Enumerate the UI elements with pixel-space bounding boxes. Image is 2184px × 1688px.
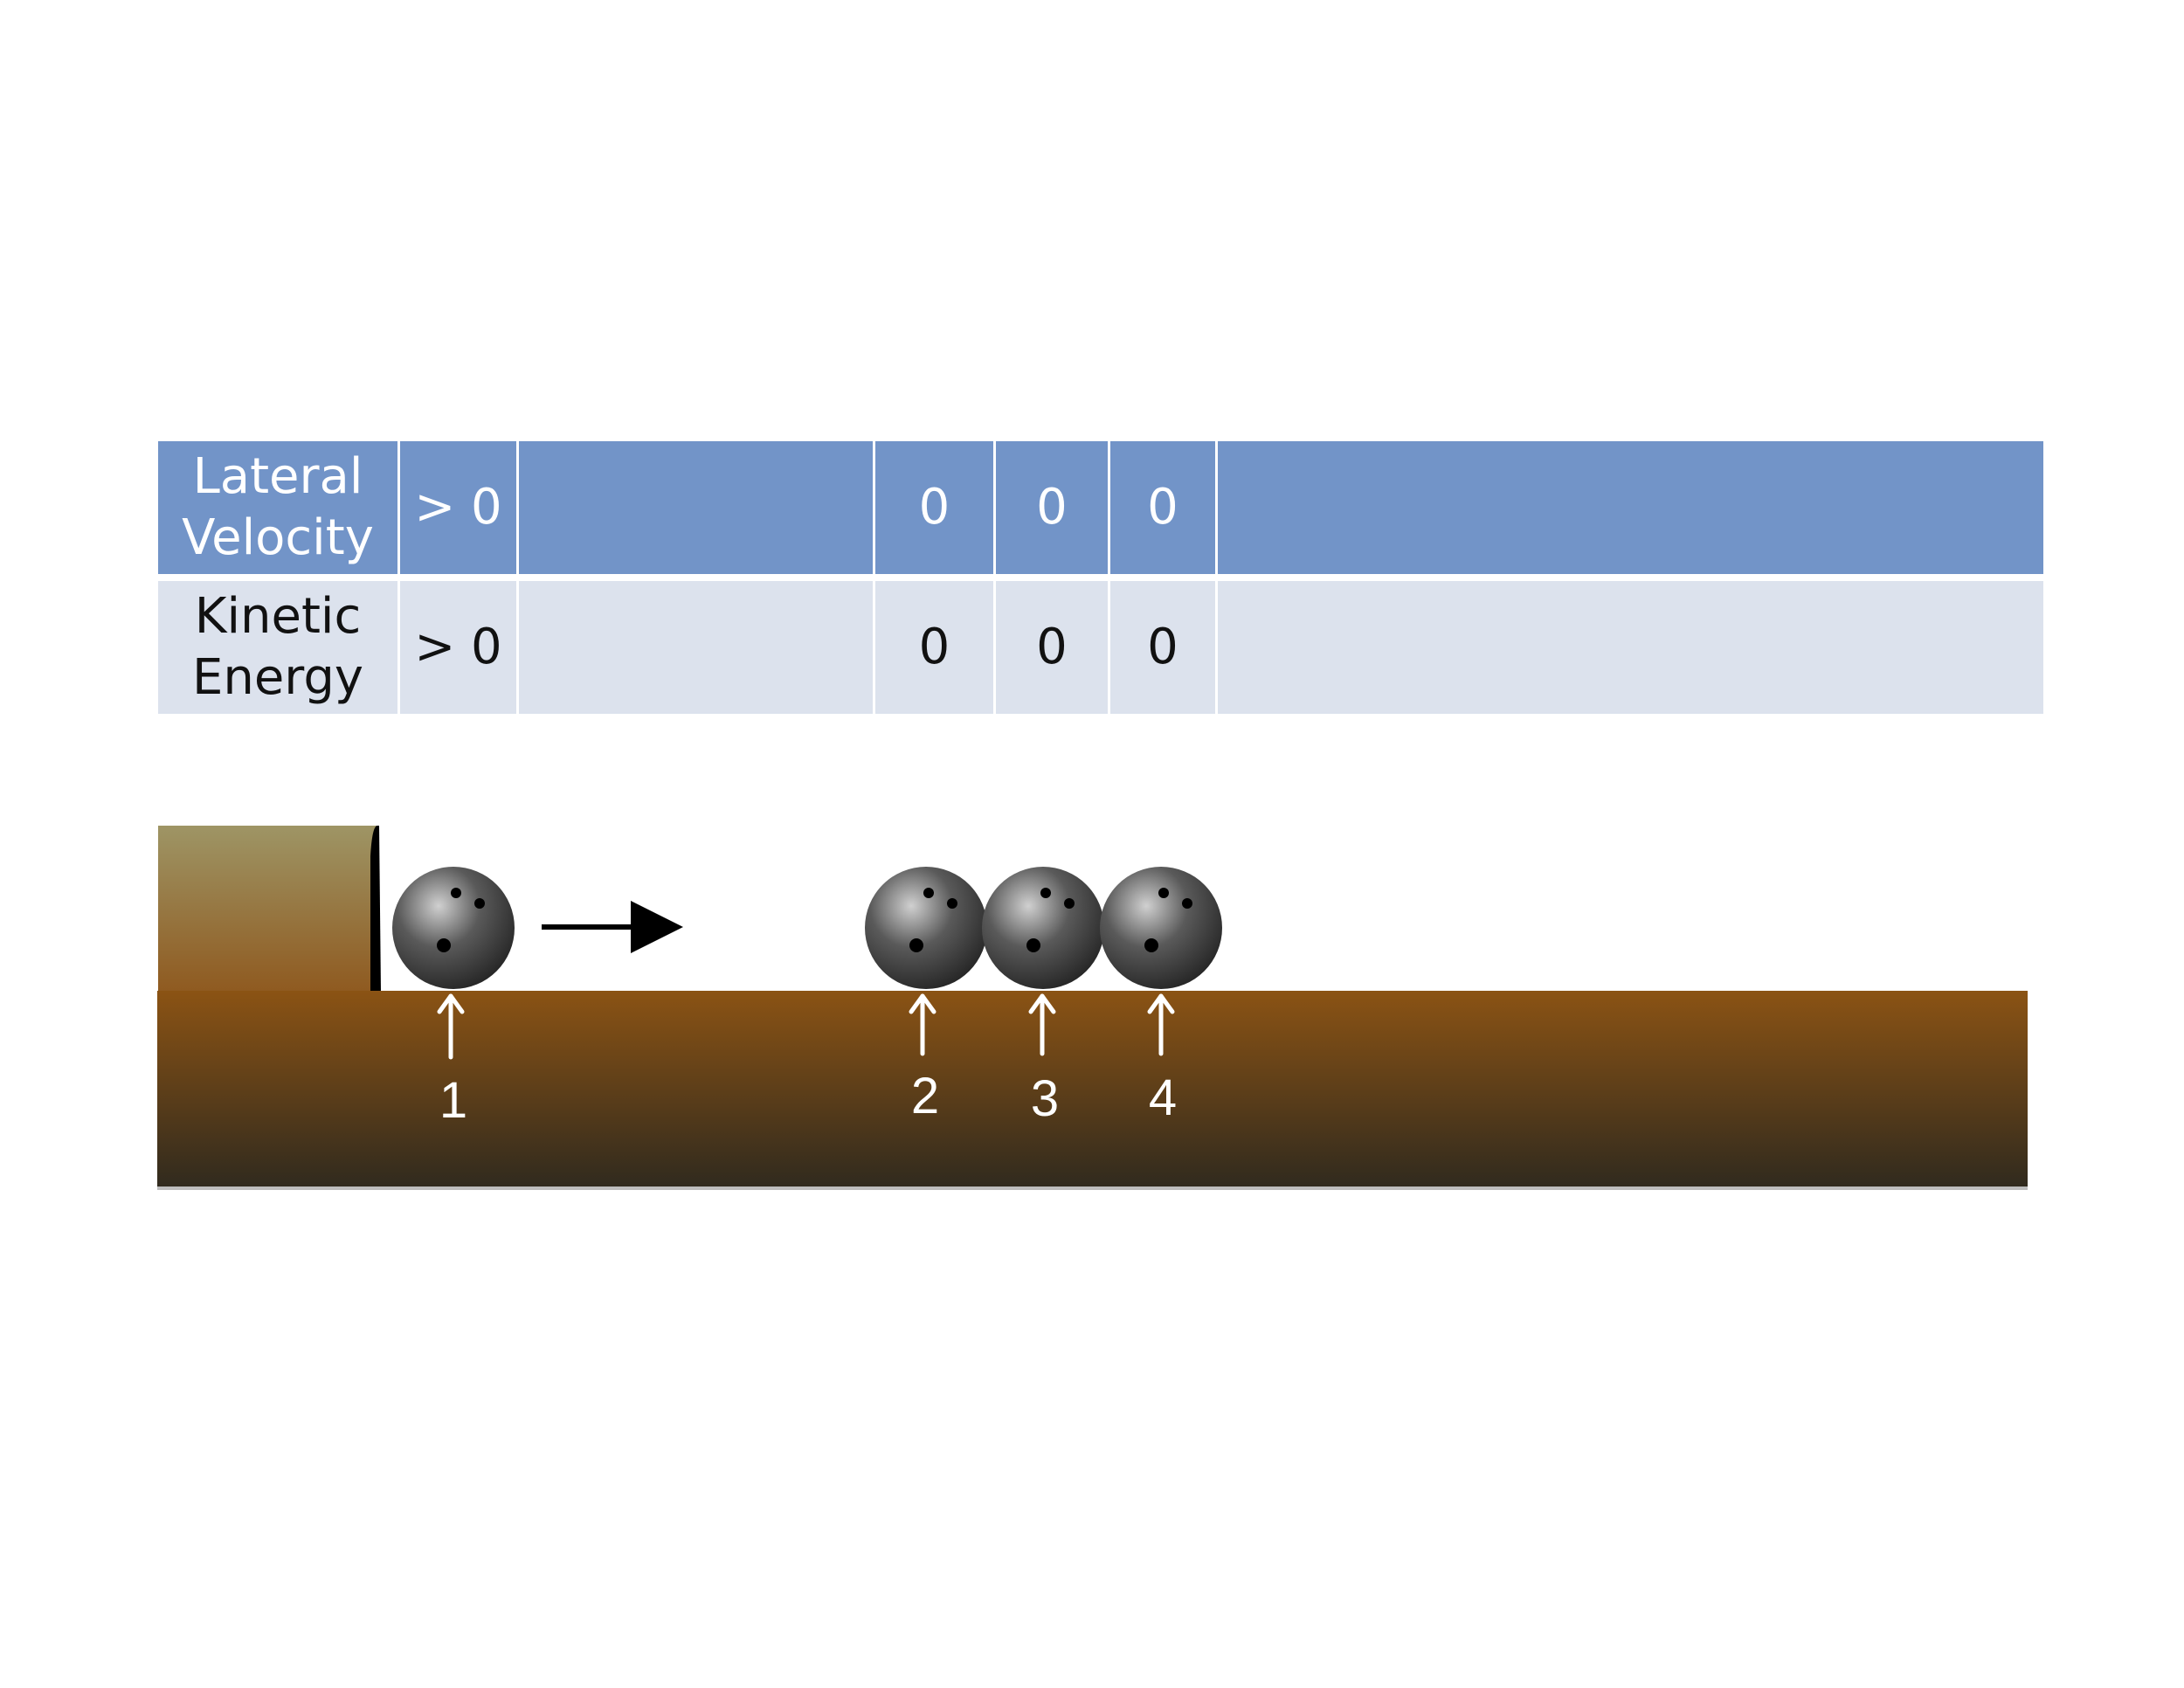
ball-3 bbox=[982, 867, 1104, 989]
ball-4 bbox=[1100, 867, 1222, 989]
launcher-block bbox=[158, 826, 377, 992]
ball-label-4: 4 bbox=[1128, 1072, 1198, 1124]
ball-label-1: 1 bbox=[418, 1075, 488, 1127]
launcher-edge bbox=[370, 826, 381, 992]
ball-1 bbox=[392, 867, 515, 989]
ball-label-2: 2 bbox=[890, 1070, 960, 1123]
ball-2 bbox=[865, 867, 987, 989]
ball-label-3: 3 bbox=[1010, 1073, 1080, 1125]
